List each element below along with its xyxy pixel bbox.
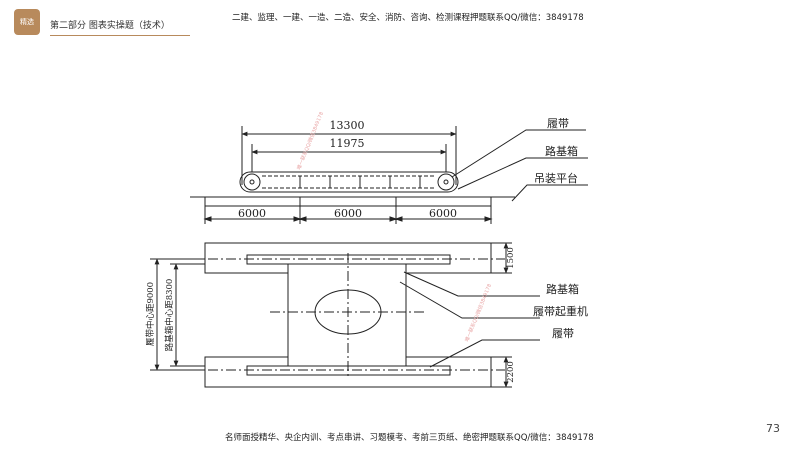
logo-badge: 精选 [14,9,40,35]
crawler-track [239,171,459,193]
crane-body [287,263,407,367]
elevation-view [190,126,588,224]
page-number: 73 [766,422,780,435]
dim-segment-1: 6000 [238,207,266,220]
leader-crawler-plan [429,339,540,368]
leader-crawler [451,129,586,178]
promo-top: 二建、监理、一建、一造、二造、安全、消防、咨询、检测课程押题联系QQ/微信：38… [232,13,584,23]
label-platform: 吊装平台 [534,171,578,185]
label-crane: 履带起重机 [533,304,588,318]
leader-road-box-plan [403,271,540,297]
wheel-hub [443,179,449,185]
header-rule [50,35,190,36]
wheel-hub [249,179,255,185]
dim-segment-3: 6000 [429,207,457,220]
dim-arrows [203,216,493,222]
label-crawler: 履带 [547,117,569,130]
drive-wheel-left [243,173,261,191]
dim-box-center-label: 路基箱中心距8300 [164,279,175,352]
leader-road-box [457,157,588,190]
watermark: 唯一联系QQ/微信3849178 [463,283,493,343]
plan-view [150,242,540,388]
dim-track-width-label: 1500 [506,247,516,269]
leader-crane [399,281,540,319]
watermark: 唯一联系QQ/微信3849178 [295,111,325,171]
label-road-box-plan: 路基箱 [546,282,579,296]
road-box-elevation [204,196,492,207]
page-header: 精选 第二部分 图表实操题（技术） 二建、监理、一建、一造、二造、安全、消防、咨… [0,0,800,44]
leader-platform [511,184,588,202]
label-crawler-plan: 履带 [552,327,574,340]
dim-overall-label: 13300 [330,119,365,132]
label-road-box: 路基箱 [545,144,578,158]
dim-inner-label: 11975 [330,137,365,150]
drive-wheel-right [437,173,455,191]
dim-crawler-center-label: 履带中心距9000 [145,282,156,346]
dim-segment-2: 6000 [334,207,362,220]
section-title: 第二部分 图表实操题（技术） [50,21,170,31]
promo-bottom: 名师面授精华、央企内训、考点串讲、习题模考、考前三页纸、绝密押题联系QQ/微信：… [225,433,594,443]
logo-text: 精选 [20,18,34,26]
dim-track-gap-label: 2200 [506,361,516,383]
